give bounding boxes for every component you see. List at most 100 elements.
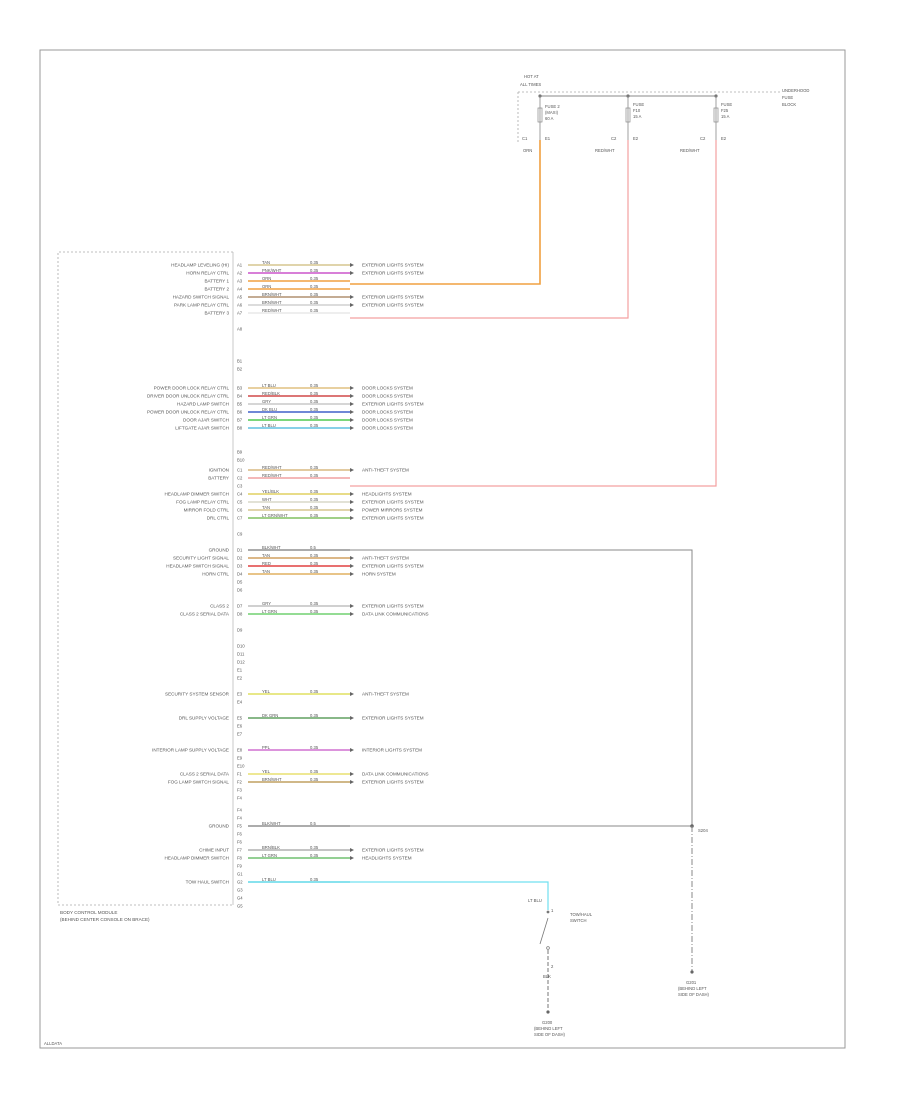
fuse-1-label-1: FUSE 2 [545, 104, 560, 109]
wire-color-label: BLK/WHT [262, 545, 281, 550]
spare-pin-number: D10 [237, 644, 245, 649]
fuse-3-label-3: 15 A [721, 114, 730, 119]
destination-label: HORN SYSTEM [362, 572, 396, 577]
wire-color-label: RED/BLK [262, 391, 280, 396]
wire-gauge-label: 0.35 [310, 383, 319, 388]
pin-function-label: FOG LAMP RELAY CTRL [176, 500, 229, 505]
fuse-1-conn: C1 [522, 136, 528, 141]
continuation-arrow [350, 856, 354, 860]
continuation-arrow [350, 716, 354, 720]
destination-label: EXTERIOR LIGHTS SYSTEM [362, 604, 424, 609]
wire-gauge-label: 0.35 [310, 423, 319, 428]
wire-gauge-label: 0.35 [310, 308, 319, 313]
continuation-arrow [350, 263, 354, 267]
spare-pin-number: C3 [237, 484, 243, 489]
wire-gauge-label: 0.35 [310, 497, 319, 502]
wire-color-label: LT GRN [262, 609, 277, 614]
wire-gauge-label: 0.35 [310, 877, 319, 882]
wire-color-label: PNK/WHT [262, 268, 282, 273]
destination-label: DOOR LOCKS SYSTEM [362, 426, 413, 431]
wire-color-label: TAN [262, 505, 270, 510]
pin-number: F7 [237, 848, 243, 853]
switch-top-node [546, 910, 550, 914]
fuse-2-element [625, 107, 631, 123]
pin-number: B6 [237, 410, 243, 415]
switch-ground-node [546, 1010, 550, 1014]
wire-color-label: GRY [262, 399, 271, 404]
wire-color-label: GRY [262, 601, 271, 606]
destination-label: EXTERIOR LIGHTS SYSTEM [362, 780, 424, 785]
destination-label: DOOR LOCKS SYSTEM [362, 386, 413, 391]
spare-pin-number: D5 [237, 580, 243, 585]
spare-pin-number: G1 [237, 872, 243, 877]
destination-label: POWER MIRRORS SYSTEM [362, 508, 423, 513]
ground-2-label-1: G200 [542, 1020, 553, 1025]
wire-color-label: DK BLU [262, 407, 277, 412]
pin-function-label: BATTERY 2 [204, 287, 229, 292]
pin-number: D4 [237, 572, 243, 577]
wire-gauge-label: 0.35 [310, 845, 319, 850]
fuse-1: FUSE 2 (MAXI) 60 A C1 E1 ORN [522, 94, 560, 153]
wire-gauge-label: 0.35 [310, 268, 319, 273]
wire-gauge-label: 0.35 [310, 473, 319, 478]
pin-number: F2 [237, 780, 243, 785]
pin-function-label: POWER DOOR LOCK RELAY CTRL [154, 386, 230, 391]
wire-gauge-label: 0.5 [310, 821, 316, 826]
continuation-arrow [350, 612, 354, 616]
continuation-arrow [350, 410, 354, 414]
continuation-arrow [350, 303, 354, 307]
pin-number: C6 [237, 508, 243, 513]
wire-gauge-label: 0.35 [310, 407, 319, 412]
wire-gauge-label: 0.35 [310, 391, 319, 396]
wire-gauge-label: 0.35 [310, 260, 319, 265]
wire-color-label: ORN [262, 276, 271, 281]
fuse-1-element [537, 107, 543, 123]
fuse-2-label-2: F10 [633, 108, 641, 113]
wire-color-label: RED/WHT [262, 465, 282, 470]
switch-wire-bottom-label: BLK [543, 974, 551, 979]
destination-label: EXTERIOR LIGHTS SYSTEM [362, 564, 424, 569]
wire-gauge-label: 0.35 [310, 609, 319, 614]
switch-pin-top: 1 [551, 908, 554, 913]
pin-function-label: INTERIOR LAMP SUPPLY VOLTAGE [152, 748, 229, 753]
module-name-line-2: (BEHIND CENTER CONSOLE ON BRACE) [60, 917, 150, 922]
fuse-2-conn: C2 [611, 136, 617, 141]
spare-pin-number: D6 [237, 588, 243, 593]
pin-number: C2 [237, 476, 243, 481]
destination-label: EXTERIOR LIGHTS SYSTEM [362, 848, 424, 853]
pin-number: A5 [237, 295, 243, 300]
footer-label: ALLDATA [44, 1041, 62, 1046]
pin-number: B5 [237, 402, 243, 407]
continuation-arrow [350, 692, 354, 696]
pin-function-label: HORN CTRL [202, 572, 229, 577]
wire-gauge-label: 0.35 [310, 745, 319, 750]
destination-label: DATA LINK COMMUNICATIONS [362, 612, 429, 617]
wire-color-label: WHT [262, 497, 272, 502]
spare-pin-number: E9 [237, 756, 243, 761]
pin-function-label: IGNITION [209, 468, 229, 473]
pin-function-label: BATTERY [208, 476, 229, 481]
spare-pin-number: F4 [237, 796, 243, 801]
wire-gauge-label: 0.35 [310, 853, 319, 858]
pin-number: C7 [237, 516, 243, 521]
destination-label: ANTI-THEFT SYSTEM [362, 692, 409, 697]
wire-color-label: RED/WHT [262, 473, 282, 478]
wire-gauge-label: 0.35 [310, 769, 319, 774]
switch-feed-wire [350, 881, 549, 910]
spare-pin-number: D9 [237, 628, 243, 633]
spare-pin-number: E4 [237, 700, 243, 705]
destination-label: ANTI-THEFT SYSTEM [362, 468, 409, 473]
wire-gauge-label: 0.35 [310, 276, 319, 281]
fuse-1-label-2: (MAXI) [545, 110, 559, 115]
fuse-2-label-1: FUSE [633, 102, 644, 107]
pin-function-label: DRL CTRL [207, 516, 230, 521]
continuation-arrow [350, 848, 354, 852]
spare-pin-number: B2 [237, 367, 243, 372]
wire-color-label: TAN [262, 260, 270, 265]
spare-pin-number: A8 [237, 327, 243, 332]
spare-pin-number: F6 [237, 840, 243, 845]
pin-number: A2 [237, 271, 243, 276]
continuation-arrow [350, 780, 354, 784]
destination-label: DOOR LOCKS SYSTEM [362, 418, 413, 423]
switch-label-2: SWITCH [570, 918, 587, 923]
